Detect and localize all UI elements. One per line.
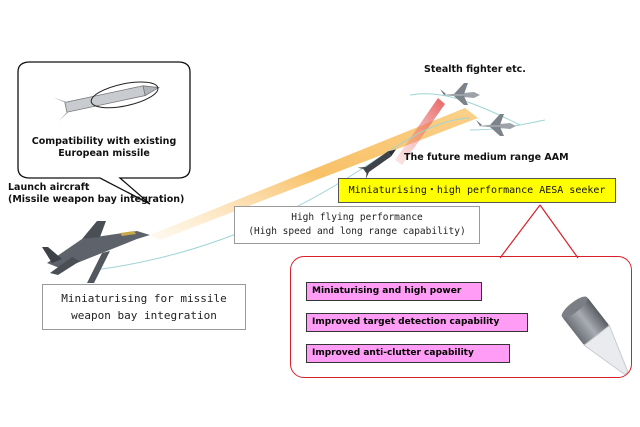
european-missile-icon (53, 81, 161, 122)
seeker-features-callout (290, 256, 632, 378)
seeker-box: Miniaturising・high performance AESA seek… (338, 178, 616, 203)
seeker-label: Miniaturising・high performance AESA seek… (348, 185, 606, 196)
stealth-fighter-icon-2 (476, 114, 516, 136)
stealth-fighter-label: Stealth fighter etc. (424, 64, 526, 75)
launch-aircraft-line2: (Missile weapon bay integration) (8, 194, 185, 205)
weapon-bay-line1: Miniaturising for missile (61, 292, 227, 305)
seeker-callout-connector (539, 204, 579, 259)
seeker-head-icon (561, 296, 629, 376)
feature-item: Improved target detection capability (306, 313, 528, 332)
high-flying-line2: (High speed and long range capability) (248, 226, 466, 237)
trajectory-beam (150, 108, 478, 240)
feature-item: Improved anti-clutter capability (306, 344, 510, 363)
weapon-bay-line2: weapon bay integration (71, 309, 217, 322)
compatibility-label-line2: European missile (58, 148, 150, 159)
weapon-bay-box: Miniaturising for missile weapon bay int… (42, 284, 246, 330)
feature-item: Miniaturising and high power (306, 282, 482, 301)
stealth-fighter-icon (440, 83, 480, 105)
flight-path-curve (94, 117, 471, 271)
seeker-callout-connector-2 (499, 204, 541, 259)
launch-aircraft-line1: Launch aircraft (8, 182, 90, 193)
seeker-beam (395, 98, 445, 165)
high-flying-box: High flying performance (High speed and … (234, 206, 480, 244)
compatibility-callout-frame (17, 61, 191, 205)
compatibility-label-line1: Compatibility with existing (31, 136, 177, 147)
compatibility-label: Compatibility with existing European mis… (28, 136, 180, 160)
future-aam-label: The future medium range AAM (404, 152, 569, 163)
high-flying-line1: High flying performance (291, 212, 423, 223)
launch-aircraft-icon (42, 221, 150, 283)
launch-aircraft-label: Launch aircraft (Missile weapon bay inte… (8, 182, 184, 206)
